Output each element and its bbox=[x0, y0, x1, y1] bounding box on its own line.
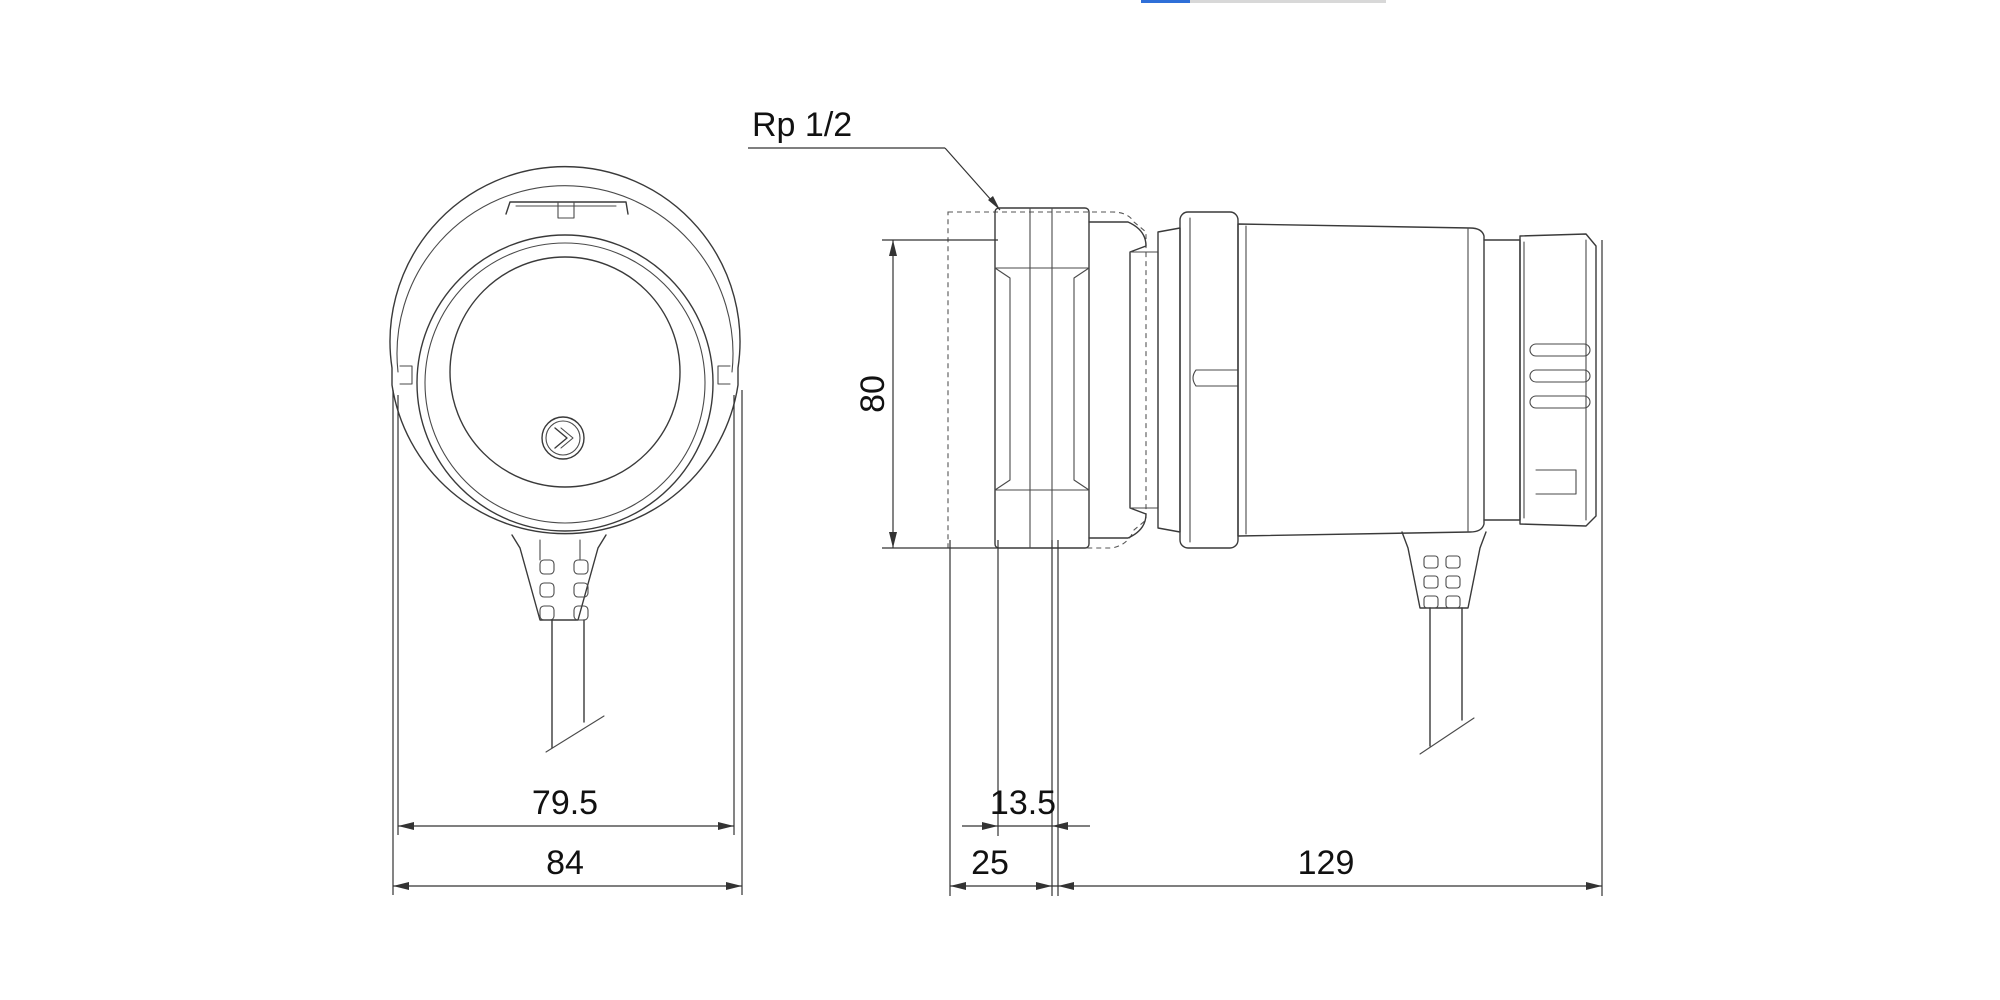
top-progress-track bbox=[1190, 0, 1386, 3]
flow-direction-arrow-icon bbox=[541, 416, 585, 460]
dim-inner-width: 79.5 bbox=[532, 784, 598, 822]
dim-outer-width: 84 bbox=[546, 844, 584, 882]
thread-leader: Rp 1/2 bbox=[748, 106, 1001, 211]
pump-front-view-icon bbox=[389, 166, 741, 753]
dim-port-depth: 13.5 bbox=[990, 784, 1056, 822]
dim-body-length: 129 bbox=[1298, 844, 1355, 882]
dim-height: 80 bbox=[854, 375, 892, 413]
front-view-dimensions bbox=[392, 390, 743, 895]
top-progress-active bbox=[1141, 0, 1190, 3]
pump-side-view-icon bbox=[947, 207, 1597, 755]
thread-label: Rp 1/2 bbox=[752, 106, 852, 144]
side-view-dimensions bbox=[882, 239, 1603, 896]
dim-port-offset: 25 bbox=[971, 844, 1009, 882]
